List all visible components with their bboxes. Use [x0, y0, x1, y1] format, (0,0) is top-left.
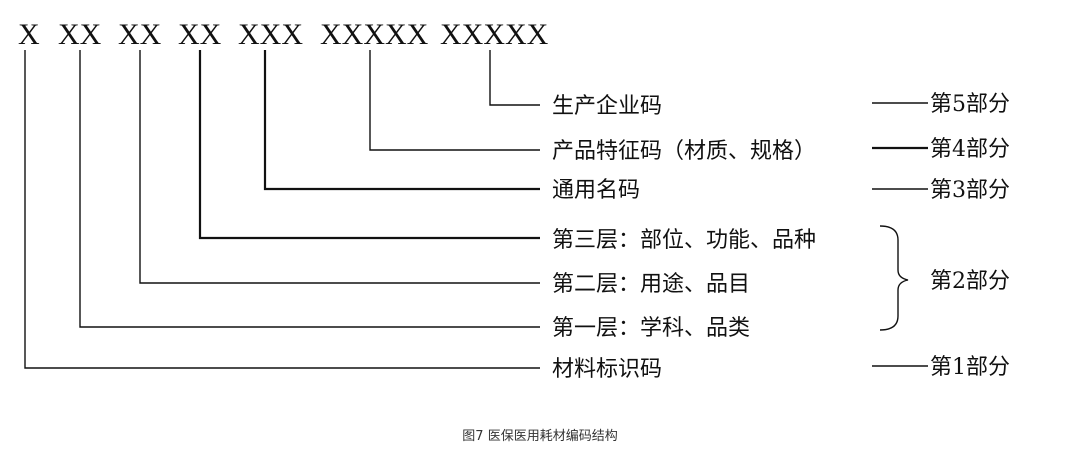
- label-level-1: 第一层：学科、品类: [552, 316, 750, 341]
- part-label-4: 第4部分: [930, 137, 1010, 162]
- component-labels: 生产企业码 产品特征码（材质、规格） 通用名码 第三层：部位、功能、品种 第二层…: [552, 94, 816, 382]
- label-enterprise-code: 生产企业码: [552, 94, 662, 119]
- code-segment-7: XXXXX: [440, 18, 549, 51]
- connector-material: [24, 50, 540, 369]
- code-segments: X XX XX XX XXX XXXXX XXXXX: [18, 18, 549, 51]
- label-material-id-code: 材料标识码: [552, 357, 662, 382]
- part-labels: 第5部分 第4部分 第3部分 第2部分 第1部分: [930, 92, 1010, 380]
- level-group-brace: [879, 225, 909, 331]
- label-level-2: 第二层：用途、品目: [552, 272, 750, 297]
- code-segment-3: XX: [118, 18, 162, 51]
- code-segment-2: XX: [58, 18, 102, 51]
- figure-caption: 图7 医保医用耗材编码结构: [462, 429, 617, 444]
- connector-lines: [24, 50, 540, 369]
- part-label-2: 第2部分: [930, 269, 1010, 294]
- part-label-1: 第1部分: [930, 355, 1010, 380]
- connector-level3: [198, 50, 540, 240]
- label-generic-name-code: 通用名码: [552, 178, 640, 203]
- label-level-3: 第三层：部位、功能、品种: [552, 228, 816, 253]
- connector-level2: [139, 50, 540, 284]
- code-segment-4: XX: [178, 18, 222, 51]
- connector-enterprise: [489, 50, 540, 106]
- part-label-3: 第3部分: [930, 178, 1010, 203]
- label-feature-code: 产品特征码（材质、规格）: [552, 139, 816, 164]
- part-label-5: 第5部分: [930, 92, 1010, 117]
- connector-feature: [369, 50, 540, 151]
- code-segment-1: X: [18, 18, 40, 51]
- code-segment-6: XXXXX: [320, 18, 429, 51]
- part-connector-lines: [872, 102, 928, 367]
- connector-generic: [263, 50, 540, 191]
- connector-level1: [79, 50, 540, 328]
- code-segment-5: XXX: [238, 18, 303, 51]
